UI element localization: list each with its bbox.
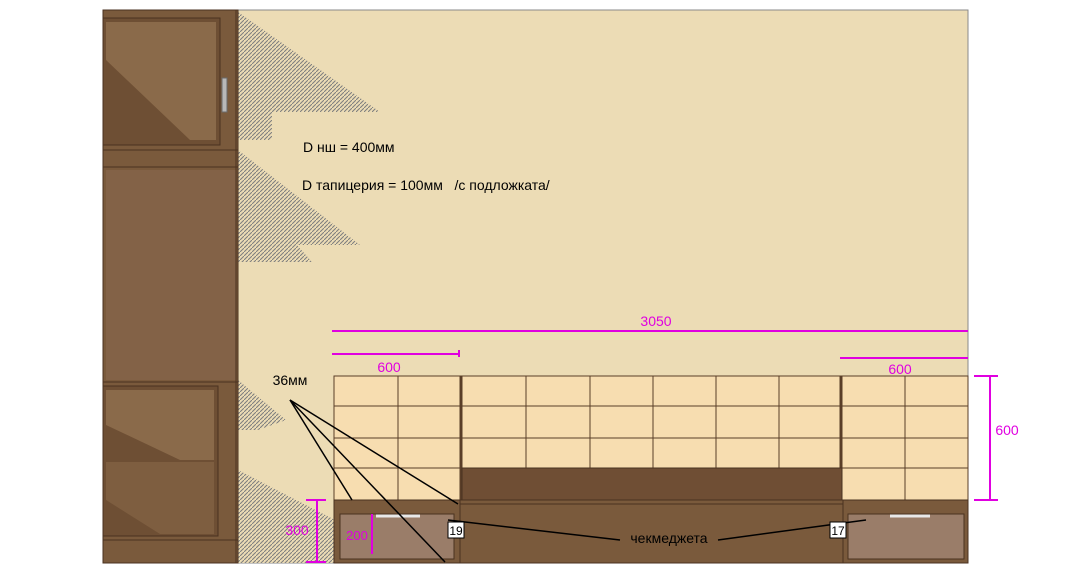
dim-total-width: 3050 <box>640 313 671 329</box>
nightstand-left <box>333 499 461 564</box>
note-niche-depth: D нш = 400мм <box>303 139 395 155</box>
tag-right-text: 17 <box>831 524 845 538</box>
leader-lines <box>289 399 867 563</box>
tag-right: 17 <box>829 521 847 539</box>
nightstand-right <box>842 499 969 564</box>
headboard-panel <box>333 375 969 501</box>
dim-drawer-height: 200 <box>346 528 368 543</box>
tag-left: 19 <box>447 521 465 539</box>
dim-panel-height: 600 <box>995 422 1019 438</box>
dim-nightstand-height: 300 <box>285 522 309 538</box>
dimension-lines <box>306 330 998 563</box>
wardrobe-shadow <box>238 12 380 563</box>
label-thickness: 36мм <box>273 372 308 388</box>
label-nightstands: чекмеджета <box>630 530 707 546</box>
wardrobe <box>102 9 239 564</box>
dim-left-section: 600 <box>377 359 401 375</box>
note-upholstery-depth: D тапицерия = 100мм /с подложката/ <box>302 177 550 193</box>
tag-left-text: 19 <box>449 524 463 538</box>
wardrobe-handle <box>221 77 228 113</box>
bed <box>457 467 845 564</box>
dim-right-section: 600 <box>888 361 912 377</box>
